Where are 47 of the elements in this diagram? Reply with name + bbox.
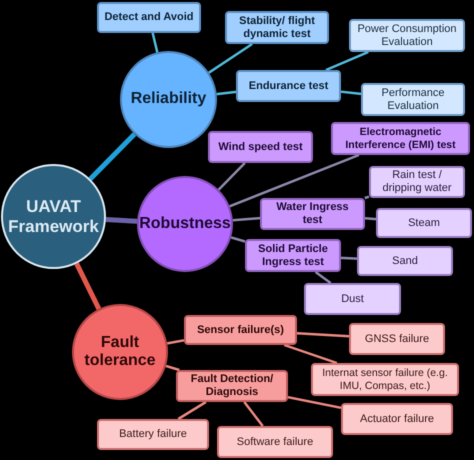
test-box: Endurance test — [236, 70, 341, 102]
test-box: Water Ingress test — [260, 198, 365, 230]
connector-line — [167, 339, 184, 345]
connector-line — [340, 256, 358, 260]
connector-line — [229, 154, 360, 208]
test-box: Sand — [357, 246, 453, 276]
test-box: Sensor failure(s) — [184, 315, 297, 345]
test-box: Internat sensor failure (e.g. IMU, Compas, etc.) — [311, 363, 459, 396]
connector-line — [232, 216, 260, 222]
test-box: Electromagnetic Interference (EMI) test — [331, 122, 470, 155]
connector-line — [314, 271, 332, 284]
connector-line — [243, 401, 264, 427]
connector-line — [208, 42, 253, 74]
test-box: Dust — [304, 283, 401, 315]
connector-line — [178, 400, 207, 420]
connector-line — [284, 344, 338, 364]
test-box: Solid Particle Ingress test — [245, 239, 341, 272]
connector-line — [166, 364, 180, 372]
test-box: Battery failure — [97, 419, 209, 450]
connector-line — [88, 132, 136, 181]
connector-line — [340, 90, 362, 96]
test-box: Power Consumption Evaluation — [349, 19, 465, 52]
test-box: Stability/ flight dynamic test — [225, 11, 329, 44]
connector-line — [296, 332, 350, 338]
connector-line — [218, 162, 246, 191]
test-box: Wind speed test — [208, 131, 313, 163]
connector-line — [364, 196, 370, 200]
connector-line — [106, 217, 138, 224]
topic-circle: Reliability — [120, 51, 217, 148]
test-box: GNSS failure — [349, 323, 445, 355]
connector-line — [288, 396, 342, 410]
test-box: Fault Detection/ Diagnosis — [176, 370, 288, 402]
test-box: Rain test / dripping water — [369, 166, 465, 198]
test-box: Software failure — [217, 426, 333, 458]
connector-line — [151, 32, 158, 53]
connector-line — [364, 217, 376, 220]
test-box: Actuator failure — [341, 403, 453, 435]
topic-circle: Robustness — [137, 176, 233, 272]
connector-line — [216, 90, 236, 96]
test-box: Steam — [376, 208, 472, 238]
test-box: Performance Evaluation — [361, 83, 465, 116]
topic-circle: Fault tolerance — [72, 304, 168, 400]
topic-circle: UAVAT Framework — [1, 164, 106, 269]
connector-line — [326, 50, 369, 72]
connector-line — [230, 236, 246, 243]
test-box: Detect and Avoid — [97, 2, 201, 33]
connector-line — [74, 262, 102, 310]
